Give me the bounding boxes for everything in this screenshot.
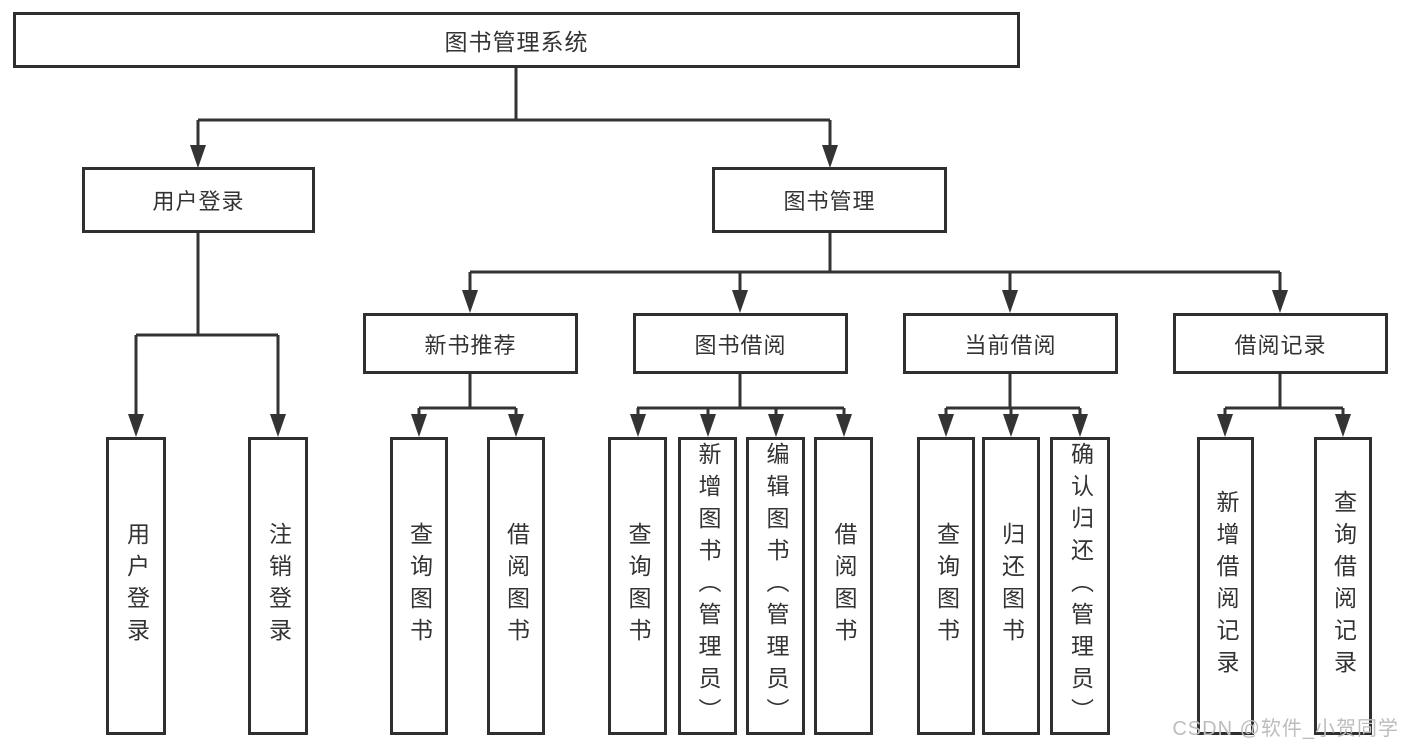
leaf-query-borrow-record: 查询借阅记录 [1314,437,1372,735]
node-new-book-recommend-label: 新书推荐 [424,332,517,358]
node-user-login-label: 用户登录 [152,189,245,214]
leaf-add-book-admin: 新增图书（管理员） [678,437,737,735]
node-book-management: 图书管理 [712,167,947,233]
leaf-query-books-current: 查询图书 [917,437,975,735]
node-current-borrowing-label: 当前借阅 [964,332,1057,358]
node-borrowing-records: 借阅记录 [1173,313,1388,374]
leaf-confirm-return-admin: 确认归还（管理员） [1050,437,1110,735]
node-current-borrowing: 当前借阅 [903,313,1118,374]
leaf-query-books-recommend: 查询图书 [390,437,448,735]
node-book-management-label: 图书管理 [783,189,876,214]
leaf-query-books-borrowing: 查询图书 [608,437,667,735]
leaf-logout: 注销登录 [248,437,308,735]
leaf-edit-book-admin-label: 编辑图书（管理员） [763,442,789,730]
leaf-add-book-admin-label: 新增图书（管理员） [695,442,721,730]
node-new-book-recommend: 新书推荐 [363,313,578,374]
watermark-text: CSDN @软件_小贺同学 [1172,718,1399,740]
leaf-query-books-recommend-label: 查询图书 [406,522,433,650]
leaf-user-login-label: 用户登录 [123,522,150,650]
node-book-borrowing: 图书借阅 [633,313,848,374]
node-borrowing-records-label: 借阅记录 [1234,332,1327,358]
leaf-borrow-books-recommend: 借阅图书 [487,437,545,735]
leaf-query-books-current-label: 查询图书 [933,522,960,650]
leaf-confirm-return-admin-label: 确认归还（管理员） [1067,442,1094,730]
leaf-borrow-books: 借阅图书 [814,437,873,735]
leaf-query-borrow-record-label: 查询借阅记录 [1330,490,1357,682]
leaf-edit-book-admin: 编辑图书（管理员） [746,437,805,735]
node-root-label: 图书管理系统 [444,29,589,55]
leaf-add-borrow-record: 新增借阅记录 [1197,437,1254,735]
leaf-borrow-books-label: 借阅图书 [831,522,857,650]
node-book-borrowing-label: 图书借阅 [694,332,787,358]
leaf-logout-label: 注销登录 [265,522,292,650]
node-user-login: 用户登录 [82,167,315,233]
leaf-user-login: 用户登录 [106,437,166,735]
node-root: 图书管理系统 [13,12,1020,68]
leaf-return-books-label: 归还图书 [998,522,1025,650]
leaf-add-borrow-record-label: 新增借阅记录 [1213,490,1239,682]
leaf-query-books-borrowing-label: 查询图书 [625,522,651,650]
leaf-return-books: 归还图书 [982,437,1040,735]
leaf-borrow-books-recommend-label: 借阅图书 [503,522,530,650]
